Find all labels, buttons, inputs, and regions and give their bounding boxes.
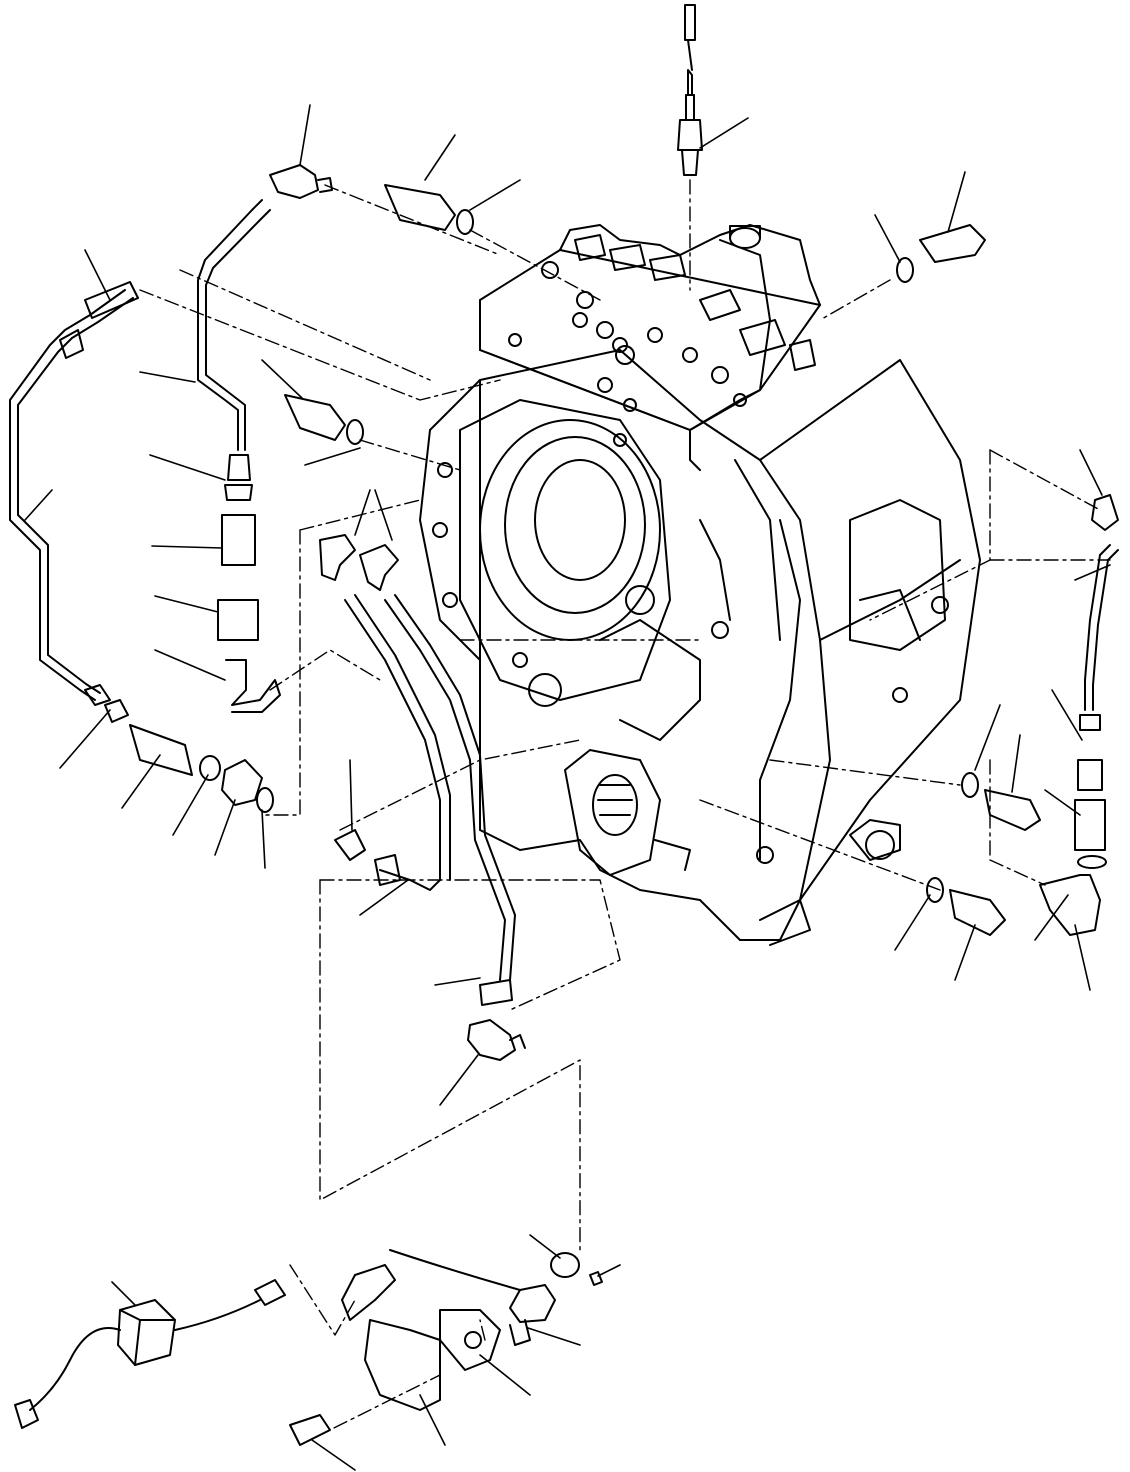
center-tube-assembly — [319, 534, 526, 1061]
left-tube-assembly — [9, 164, 474, 813]
transmission-housing — [419, 349, 981, 946]
bottom-sensor-assembly — [14, 1249, 603, 1446]
assembly-centerlines — [139, 179, 1111, 1441]
top-speed-sensor — [677, 4, 703, 176]
control-valve — [479, 224, 821, 471]
leader-lines — [24, 104, 1111, 1471]
